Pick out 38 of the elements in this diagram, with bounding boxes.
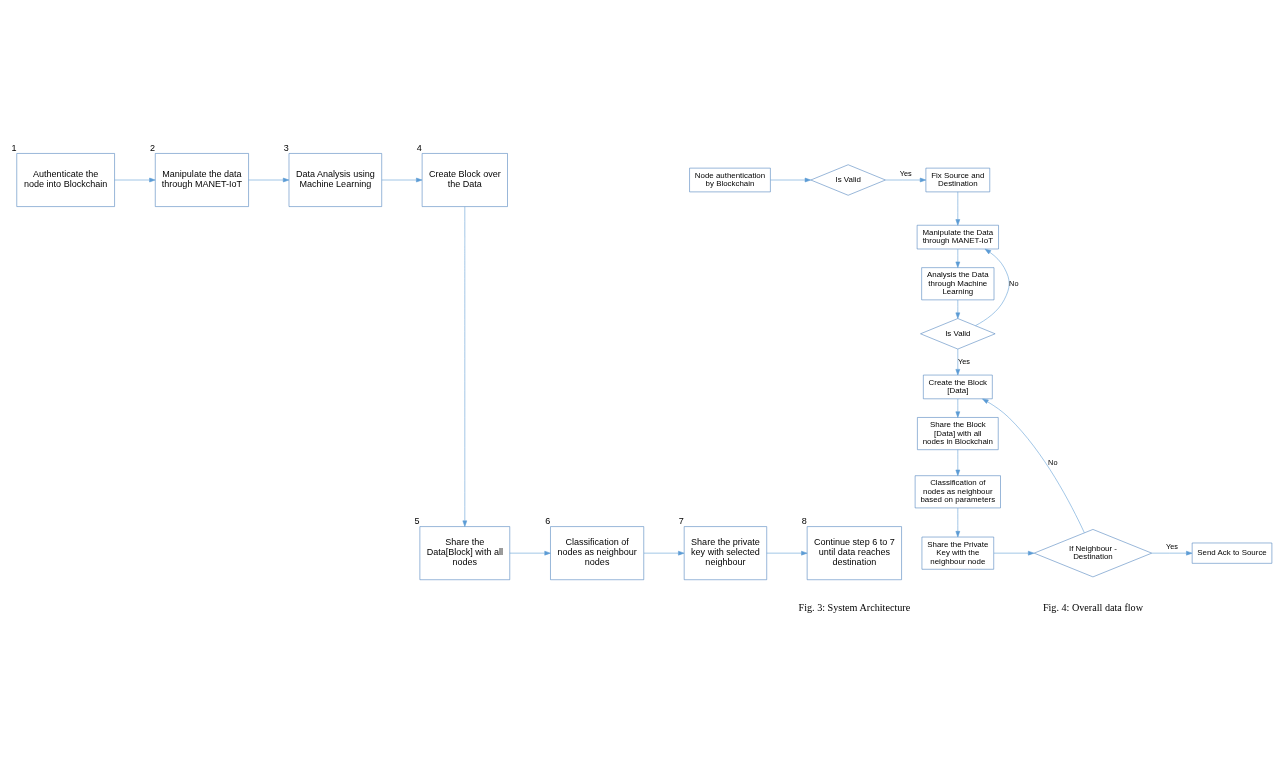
node-box: Continue step 6 to 7 until data reaches destination bbox=[806, 525, 902, 580]
arrow bbox=[643, 550, 685, 555]
node-box: Authenticate the node into Blockchain bbox=[16, 152, 115, 207]
arrow bbox=[114, 177, 156, 182]
node-box: Share the Data[Block] with all nodes bbox=[419, 525, 511, 580]
arrow bbox=[955, 299, 961, 319]
arrow bbox=[248, 177, 290, 182]
node-label: 8 bbox=[801, 515, 807, 526]
arrow bbox=[509, 550, 551, 555]
arrow bbox=[955, 507, 961, 537]
label: Fig. 4: Overall data flow bbox=[1042, 601, 1144, 613]
node-label: 4 bbox=[416, 142, 422, 152]
arrow bbox=[993, 550, 1035, 555]
node-box: Manipulate the data through MANET-IoT bbox=[155, 152, 249, 207]
node-label: 7 bbox=[678, 515, 684, 526]
arrow bbox=[462, 206, 468, 527]
node-label: 3 bbox=[283, 142, 289, 152]
arrow bbox=[955, 248, 961, 268]
arrow bbox=[766, 550, 808, 555]
arrow bbox=[955, 398, 961, 418]
label: Fig. 3: System Architecture bbox=[798, 601, 911, 613]
node-label: 2 bbox=[149, 142, 155, 152]
arrow bbox=[1151, 550, 1193, 555]
arrow bbox=[955, 348, 961, 375]
arrow bbox=[955, 448, 961, 476]
arrow bbox=[955, 191, 961, 226]
arrow bbox=[381, 177, 423, 182]
arrow bbox=[975, 248, 1010, 326]
node-label: 6 bbox=[545, 515, 551, 526]
arrow bbox=[885, 177, 927, 182]
node-label: 5 bbox=[414, 515, 420, 526]
node-label: 1 bbox=[11, 142, 17, 152]
node-box: Create Block over the Data bbox=[421, 152, 508, 207]
node-box: Data Analysis using Machine Learning bbox=[288, 152, 382, 207]
arrow bbox=[770, 177, 811, 182]
node-box: Share the private key with selected neighbour bbox=[683, 525, 767, 580]
arrow bbox=[982, 398, 1085, 533]
node-box: Classification of nodes as neighbour nodes bbox=[550, 525, 645, 580]
